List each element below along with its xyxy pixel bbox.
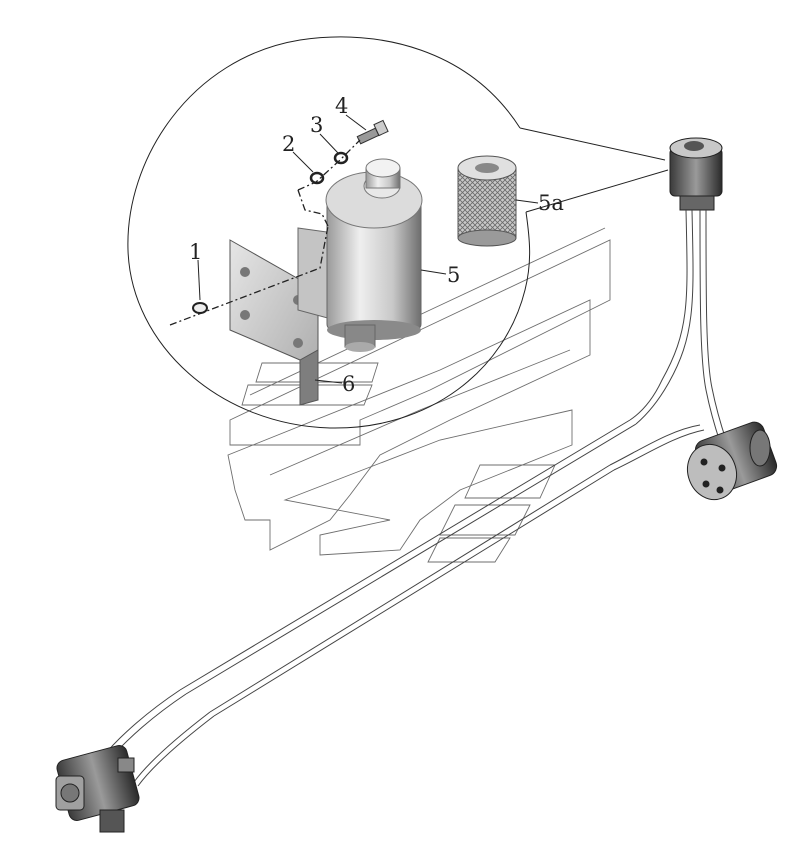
seal-ring-2 bbox=[309, 171, 325, 185]
bracket-plate bbox=[229, 239, 319, 406]
steering-pump bbox=[686, 421, 778, 501]
callout-6: 6 bbox=[342, 372, 355, 396]
callout-5a: 5a bbox=[538, 191, 564, 215]
callout-leaders bbox=[197, 114, 539, 384]
reservoir-mounted bbox=[669, 137, 723, 211]
callout-5: 5 bbox=[447, 263, 460, 287]
hydraulic-hoses bbox=[99, 209, 727, 787]
callout-2: 2 bbox=[282, 132, 295, 156]
seal-ring-3 bbox=[333, 151, 349, 165]
callout-4: 4 bbox=[335, 94, 348, 118]
detail-callout-circle bbox=[127, 36, 669, 429]
washer-1 bbox=[192, 302, 208, 314]
banjo-bolt-4 bbox=[356, 119, 389, 145]
callout-1: 1 bbox=[189, 240, 202, 264]
steering-gear bbox=[55, 745, 140, 833]
filter-element bbox=[457, 155, 517, 247]
callout-3: 3 bbox=[310, 113, 323, 137]
oil-reservoir bbox=[297, 158, 423, 352]
assembly-lines bbox=[169, 139, 361, 326]
